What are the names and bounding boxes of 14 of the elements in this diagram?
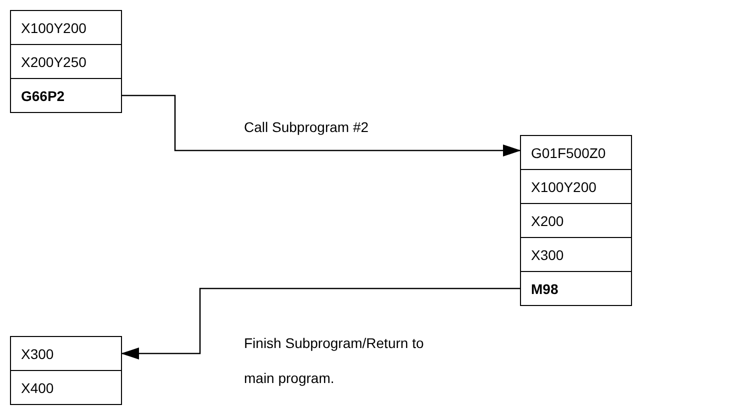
arrow [121, 288, 520, 360]
code-line-cell: X100Y200 [10, 10, 122, 45]
code-line-cell: G01F500Z0 [520, 135, 632, 170]
code-line-cell: X200Y250 [10, 44, 122, 79]
edge-label: Finish Subprogram/Return to main program. [244, 334, 425, 388]
arrow [122, 94, 521, 156]
code-line-cell: X300 [520, 237, 632, 272]
code-line-cell: X100Y200 [520, 169, 632, 204]
code-line-cell: X400 [10, 370, 122, 405]
code-line-cell: G66P2 [10, 78, 122, 113]
edge-label: Call Subprogram #2 [244, 118, 370, 137]
code-line-cell: X300 [10, 336, 122, 371]
code-line-cell: M98 [520, 271, 632, 306]
code-line-cell: X200 [520, 203, 632, 238]
